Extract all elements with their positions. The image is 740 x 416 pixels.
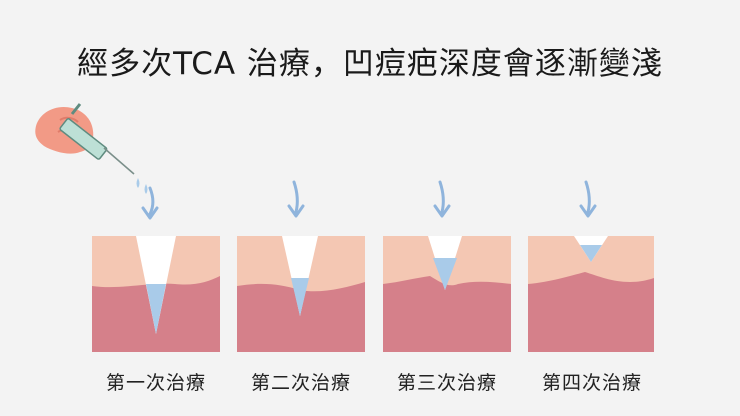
arrow-icon — [287, 180, 305, 218]
arrow-icon — [579, 180, 597, 218]
hand-syringe-icon — [35, 103, 148, 194]
skin-panel-2 — [237, 236, 365, 352]
arrow-icon — [141, 186, 159, 220]
stage-label-1: 第一次治療 — [105, 372, 206, 394]
skin-panel-1 — [92, 236, 220, 352]
skin-panel-4 — [528, 236, 654, 352]
stage-label-4: 第四次治療 — [541, 372, 642, 394]
arrow-icon — [433, 180, 451, 218]
stage-label-2: 第二次治療 — [250, 372, 351, 394]
skin-panel-3 — [383, 236, 511, 352]
stage-label-3: 第三次治療 — [396, 372, 497, 394]
page-title: 經多次TCA 治療，凹痘疤深度會逐漸變淺 — [77, 46, 663, 82]
